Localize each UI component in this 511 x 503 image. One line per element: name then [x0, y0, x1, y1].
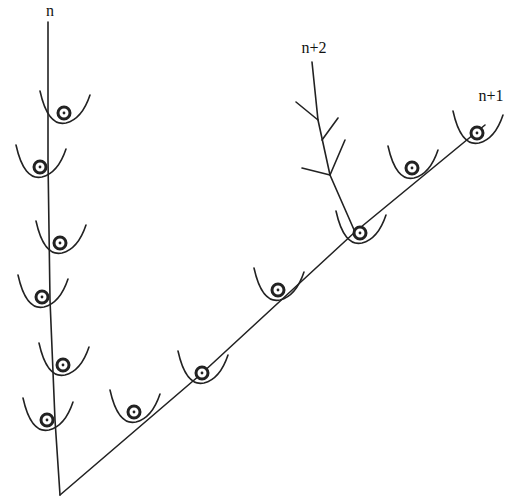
axillary-bud [354, 227, 366, 239]
bud-dot [476, 132, 479, 135]
axillary-bud [58, 107, 70, 119]
axillary-bud [36, 291, 48, 303]
leaf [254, 268, 304, 300]
bud-dot [411, 167, 414, 170]
leaf [178, 351, 228, 383]
leaf [23, 398, 73, 430]
leaf [453, 111, 503, 143]
shoot-label: n+2 [301, 40, 326, 56]
bud-dot [41, 296, 44, 299]
bud-dot [63, 112, 66, 115]
axillary-bud [41, 414, 53, 426]
twig [322, 118, 338, 140]
leaf [110, 390, 160, 422]
bud-group [34, 107, 483, 426]
twig [302, 168, 330, 175]
shoot-label: n [46, 3, 54, 19]
leaf [336, 211, 386, 243]
bud-dot [359, 232, 362, 235]
shoot-label: n+1 [478, 88, 503, 104]
bud-dot [59, 242, 62, 245]
axillary-bud [128, 406, 140, 418]
twig [330, 140, 345, 175]
bud-dot [62, 364, 65, 367]
bud-dot [39, 166, 42, 169]
bud-dot [201, 372, 204, 375]
bud-dot [277, 289, 280, 292]
bud-dot [133, 411, 136, 414]
stem [312, 62, 355, 232]
leaf [39, 343, 89, 375]
leaf [388, 146, 438, 178]
axillary-bud [34, 161, 46, 173]
leaf [40, 91, 90, 123]
axillary-bud [406, 162, 418, 174]
leaf [18, 275, 68, 307]
leaf [16, 145, 66, 177]
leaf [36, 221, 86, 253]
leaf-group [16, 91, 503, 430]
twig [296, 102, 318, 120]
axillary-bud [471, 127, 483, 139]
stem [60, 125, 485, 495]
axillary-bud [57, 359, 69, 371]
axillary-bud [196, 367, 208, 379]
axillary-bud [54, 237, 66, 249]
bud-dot [46, 419, 49, 422]
axillary-bud [272, 284, 284, 296]
